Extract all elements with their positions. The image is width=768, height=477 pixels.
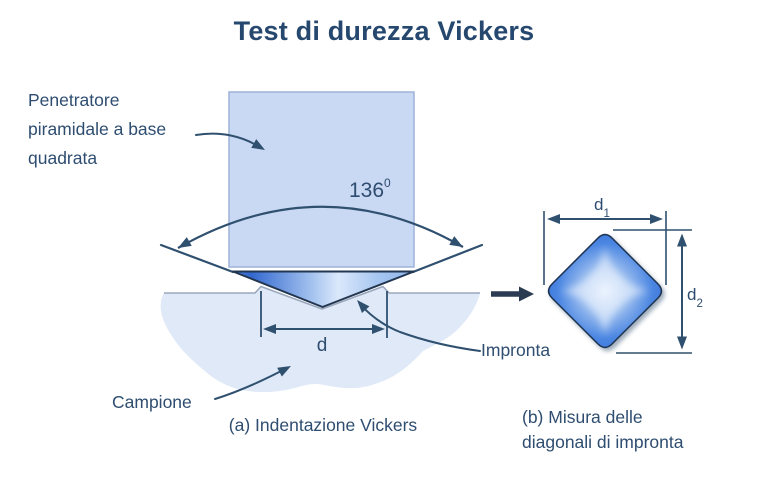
caption-b-line2: diagonali di impronta bbox=[522, 432, 684, 452]
d1-dimension bbox=[543, 211, 667, 285]
angle-label: 1360 bbox=[349, 176, 391, 202]
angle-arc-arrow bbox=[177, 205, 464, 249]
indenter-leader-arrow bbox=[195, 132, 265, 150]
campione-leader-arrow bbox=[214, 366, 291, 400]
caption-b: (b) Misura delle diagonali di impronta bbox=[522, 405, 684, 455]
caption-b-line1: (b) Misura delle bbox=[522, 407, 643, 427]
diagonal-d-label: d bbox=[316, 335, 328, 356]
sample-surface-line bbox=[164, 285, 480, 310]
d1-subscript: 1 bbox=[603, 208, 610, 221]
d1-label: d1 bbox=[594, 195, 610, 221]
indenter-label-line2: piramidale a base bbox=[28, 119, 167, 139]
indentation-diamond bbox=[547, 233, 663, 349]
impronta-leader-arrow bbox=[357, 300, 481, 352]
imprint-triangle bbox=[232, 270, 415, 308]
indenter-body bbox=[228, 91, 415, 268]
d2-subscript: 2 bbox=[696, 298, 703, 311]
indenter-label-line3: quadrata bbox=[28, 148, 98, 168]
d2-dimension bbox=[613, 229, 692, 354]
indenter-label: Penetratore piramidale a base quadrata bbox=[28, 86, 166, 173]
impronta-label: Impronta bbox=[481, 340, 551, 360]
page-title: Test di durezza Vickers bbox=[233, 16, 535, 46]
transform-arrow-icon bbox=[491, 286, 534, 302]
d-dimension bbox=[260, 291, 388, 338]
diamond-star-highlight bbox=[561, 247, 649, 335]
angle-superscript: 0 bbox=[384, 176, 391, 190]
sample-blob bbox=[160, 285, 480, 393]
d2-label: d2 bbox=[687, 285, 703, 311]
caption-a: (a) Indentazione Vickers bbox=[228, 415, 418, 435]
pyramid-face-lines bbox=[159, 243, 484, 274]
campione-label: Campione bbox=[112, 392, 192, 412]
indenter-label-line1: Penetratore bbox=[28, 90, 120, 110]
